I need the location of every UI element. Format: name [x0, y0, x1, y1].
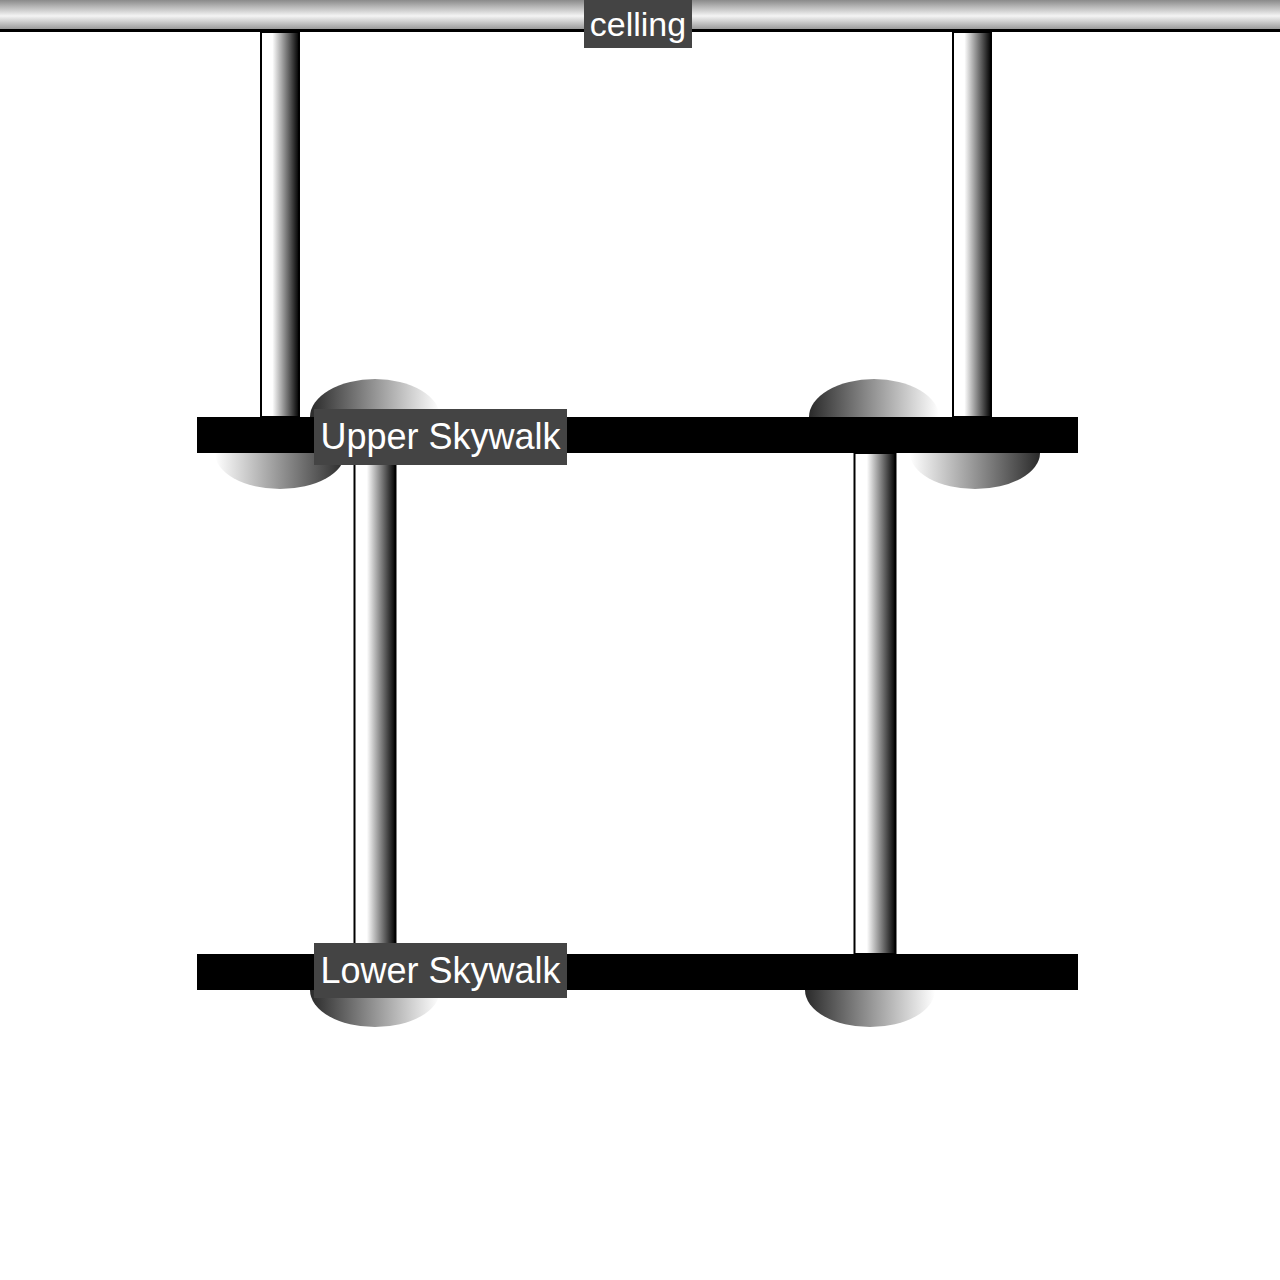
- label-tag: Upper Skywalk: [314, 409, 566, 465]
- nut: [805, 990, 935, 1027]
- label-tag: celling: [584, 0, 692, 48]
- hanger-rod: [855, 453, 896, 954]
- ceiling-beam: celling: [0, 0, 1280, 32]
- hanger-rod: [953, 32, 991, 417]
- skywalk-deck: Upper Skywalk: [197, 417, 1078, 453]
- nut: [910, 453, 1040, 489]
- label-tag: Lower Skywalk: [314, 943, 566, 998]
- hanger-rod: [355, 453, 396, 954]
- skywalk-deck: Lower Skywalk: [197, 954, 1078, 990]
- nut: [809, 379, 939, 417]
- hanger-rod: [261, 32, 299, 417]
